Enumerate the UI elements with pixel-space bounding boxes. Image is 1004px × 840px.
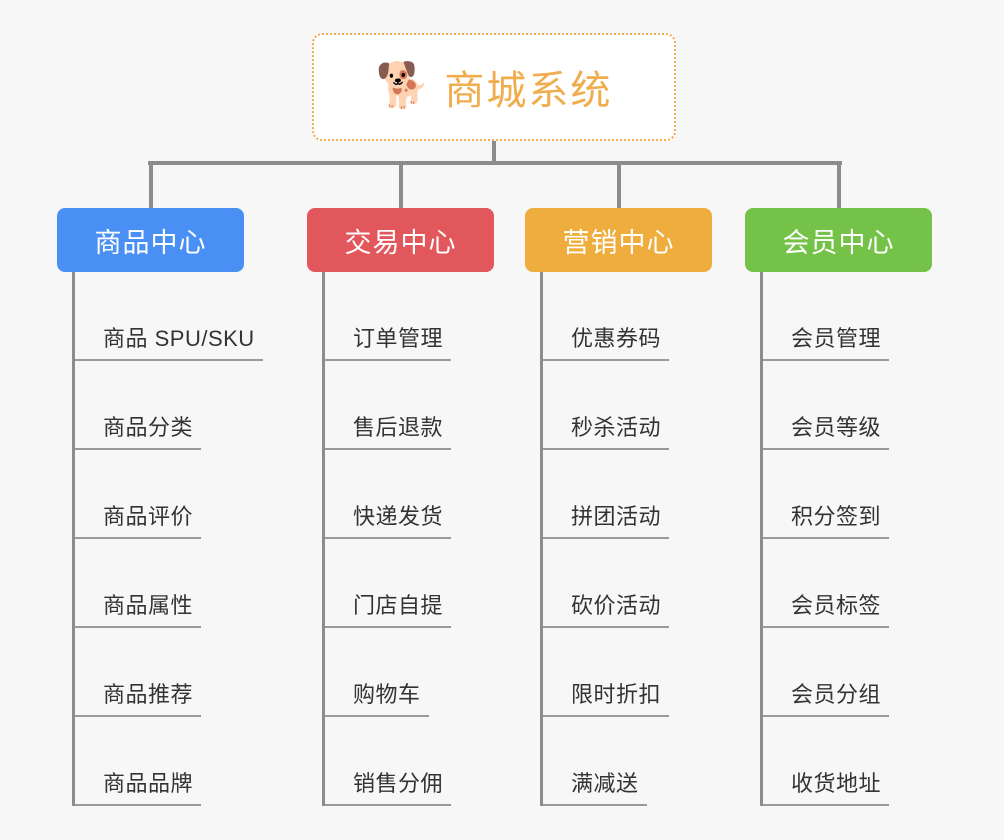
leaf-label: 门店自提	[353, 593, 444, 618]
leaf-item[interactable]: 购物车	[322, 628, 451, 717]
branch-column-marketing-center: 优惠券码秒杀活动拼团活动砍价活动限时折扣满减送	[540, 272, 670, 806]
leaf-underline: 商品推荐	[75, 677, 202, 717]
leaf-underline: 秒杀活动	[543, 410, 670, 450]
branch-column-member-center: 会员管理会员等级积分签到会员标签会员分组收货地址	[760, 272, 890, 806]
leaf-label: 售后退款	[353, 415, 444, 440]
leaf-label: 购物车	[353, 682, 421, 707]
leaf-underline: 订单管理	[325, 321, 452, 361]
leaf-underline: 商品 SPU/SKU	[75, 321, 263, 361]
leaf-underline: 商品评价	[75, 499, 202, 539]
branch-column-trade-center: 订单管理售后退款快递发货门店自提购物车销售分佣	[322, 272, 452, 806]
leaf-item[interactable]: 会员分组	[760, 628, 890, 717]
leaf-label: 会员等级	[791, 415, 882, 440]
leaf-label: 砍价活动	[571, 593, 662, 618]
leaf-underline: 快递发货	[325, 499, 452, 539]
leaf-item[interactable]: 收货地址	[760, 717, 890, 806]
leaf-underline: 商品品牌	[75, 766, 202, 806]
branch-column-product-center: 商品 SPU/SKU 商品分类商品评价商品属性商品推荐商品品牌	[72, 272, 263, 806]
leaf-item[interactable]: 拼团活动	[540, 450, 670, 539]
leaf-underline: 优惠券码	[543, 321, 670, 361]
column-spine	[322, 272, 325, 806]
category-box-marketing-center[interactable]: 营销中心	[525, 208, 712, 272]
leaf-underline: 收货地址	[763, 766, 890, 806]
leaf-item[interactable]: 会员标签	[760, 539, 890, 628]
column-spine	[540, 272, 543, 806]
leaf-item[interactable]: 会员等级	[760, 361, 890, 450]
leaf-underline: 购物车	[325, 677, 429, 717]
connector-root-stem	[492, 141, 496, 165]
category-label: 营销中心	[562, 227, 675, 258]
column-spine	[72, 272, 75, 806]
leaf-underline: 会员等级	[763, 410, 890, 450]
leaf-underline: 会员标签	[763, 588, 890, 628]
leaf-label: 商品分类	[103, 415, 194, 440]
leaf-item[interactable]: 优惠券码	[540, 272, 670, 361]
leaf-label: 订单管理	[353, 326, 444, 351]
leaf-label: 商品 SPU/SKU	[103, 326, 255, 351]
leaf-item[interactable]: 商品推荐	[72, 628, 263, 717]
leaf-item[interactable]: 销售分佣	[322, 717, 452, 806]
leaf-label: 拼团活动	[571, 504, 662, 529]
leaf-underline: 门店自提	[325, 588, 452, 628]
leaf-item[interactable]: 会员管理	[760, 272, 890, 361]
leaf-label: 优惠券码	[571, 326, 662, 351]
leaf-item[interactable]: 快递发货	[322, 450, 452, 539]
root-node[interactable]: 🐕 商城系统	[312, 33, 676, 141]
leaf-label: 商品属性	[103, 593, 194, 618]
category-box-member-center[interactable]: 会员中心	[745, 208, 932, 272]
leaf-item[interactable]: 砍价活动	[540, 539, 670, 628]
leaf-item[interactable]: 商品品牌	[72, 717, 263, 806]
leaf-item[interactable]: 秒杀活动	[540, 361, 670, 450]
leaf-label: 会员管理	[791, 326, 882, 351]
leaf-item[interactable]: 商品属性	[72, 539, 263, 628]
leaf-label: 满减送	[571, 771, 639, 796]
connector-drop-member-center	[836, 161, 841, 210]
connector-horizontal-bus	[148, 161, 842, 165]
category-box-trade-center[interactable]: 交易中心	[307, 208, 494, 272]
category-box-product-center[interactable]: 商品中心	[57, 208, 244, 272]
leaf-item[interactable]: 售后退款	[322, 361, 452, 450]
leaf-item[interactable]: 商品 SPU/SKU	[72, 272, 263, 361]
leaf-item[interactable]: 商品评价	[72, 450, 263, 539]
leaf-underline: 会员管理	[763, 321, 890, 361]
leaf-underline: 销售分佣	[325, 766, 452, 806]
leaf-label: 会员分组	[791, 682, 882, 707]
category-label: 商品中心	[94, 227, 207, 258]
leaf-underline: 商品分类	[75, 410, 202, 450]
connector-drop-trade-center	[398, 161, 403, 210]
category-label: 会员中心	[782, 227, 895, 258]
leaf-item[interactable]: 门店自提	[322, 539, 452, 628]
leaf-label: 商品推荐	[103, 682, 194, 707]
leaf-item[interactable]: 商品分类	[72, 361, 263, 450]
leaf-label: 销售分佣	[353, 771, 444, 796]
leaf-label: 限时折扣	[571, 682, 662, 707]
leaf-underline: 售后退款	[325, 410, 452, 450]
leaf-underline: 满减送	[543, 766, 647, 806]
leaf-label: 商品品牌	[103, 771, 194, 796]
leaf-label: 秒杀活动	[571, 415, 662, 440]
leaf-underline: 商品属性	[75, 588, 202, 628]
leaf-item[interactable]: 满减送	[540, 717, 669, 806]
root-title: 商城系统	[444, 69, 613, 113]
leaf-label: 商品评价	[103, 504, 194, 529]
shiba-dog-face-icon: 🐕	[375, 61, 431, 110]
leaf-underline: 会员分组	[763, 677, 890, 717]
leaf-label: 会员标签	[791, 593, 882, 618]
leaf-underline: 拼团活动	[543, 499, 670, 539]
leaf-label: 收货地址	[791, 771, 882, 796]
leaf-underline: 积分签到	[763, 499, 890, 539]
connector-drop-product-center	[148, 161, 153, 210]
connector-drop-marketing-center	[616, 161, 621, 210]
column-spine	[760, 272, 763, 806]
leaf-underline: 限时折扣	[543, 677, 670, 717]
leaf-item[interactable]: 限时折扣	[540, 628, 670, 717]
leaf-underline: 砍价活动	[543, 588, 670, 628]
leaf-item[interactable]: 订单管理	[322, 272, 452, 361]
category-label: 交易中心	[344, 227, 457, 258]
leaf-label: 积分签到	[791, 504, 882, 529]
leaf-item[interactable]: 积分签到	[760, 450, 890, 539]
leaf-label: 快递发货	[353, 504, 444, 529]
